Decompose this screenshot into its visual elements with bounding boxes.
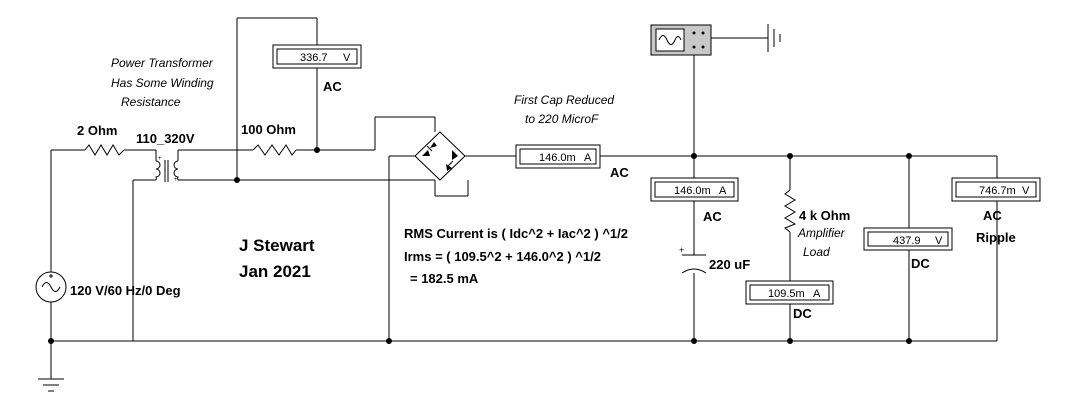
dc-voltmeter-reading: 437.9 [893,235,921,247]
source-label: 120 V/60 Hz/0 Deg [70,283,181,298]
bridge-ammeter-unit: A [584,152,592,164]
transformer[interactable]: + + [155,156,179,183]
capacitor-ammeter-mode: AC [703,209,722,224]
ripple-voltmeter-unit: V [1022,185,1030,197]
scope-ground-icon [767,24,781,52]
filter-capacitor[interactable]: + [679,245,707,274]
capacitor-ammeter-reading: 146.0m [674,185,711,197]
load-ammeter-reading: 109.5m [768,288,805,300]
load-resistor-label: 4 k Ohm [799,208,850,223]
formula-line-2: Irms = ( 109.5^2 + 146.0^2 ) ^1/2 [404,249,601,264]
bridge-rectifier[interactable] [414,131,466,181]
date-label: Jan 2021 [239,262,311,281]
capacitor-ammeter[interactable]: 146.0m A [650,177,739,202]
bridge-ammeter-mode: AC [610,165,629,180]
secondary-resistor-label: 100 Ohm [241,122,296,137]
capacitor-ammeter-unit: A [719,185,727,197]
author-label: J Stewart [239,236,315,255]
ripple-voltmeter-label: Ripple [976,230,1016,245]
cap-note-line-1: First Cap Reduced [514,93,614,107]
bridge-ammeter[interactable]: 146.0m A [515,144,601,169]
load-ammeter[interactable]: 109.5m A [745,280,834,305]
load-ammeter-mode: DC [793,306,812,321]
load-note-line-1: Amplifier [797,226,846,240]
load-resistor[interactable] [784,189,797,233]
transformer-note-line-1: Power Transformer [111,56,214,70]
ripple-voltmeter-mode: AC [983,208,1002,223]
bridge-ammeter-reading: 146.0m [539,152,576,164]
secondary-resistor[interactable] [252,144,297,156]
transformer-rating-label: 110_320V [136,131,195,146]
formula-line-1: RMS Current is ( Idc^2 + Iac^2 ) ^1/2 [404,226,628,241]
secondary-voltmeter-unit: V [343,52,351,64]
ripple-voltmeter[interactable]: 746.7m V [951,177,1041,202]
cap-note-line-2: to 220 MicroF [525,112,599,126]
junction-nodes [48,147,912,344]
oscilloscope[interactable] [650,24,712,56]
wiring [50,17,998,379]
secondary-voltmeter-reading: 336.7 [300,52,328,64]
secondary-voltmeter[interactable]: 336.7 V [272,44,362,69]
transformer-note-line-2: Has Some Winding [111,76,214,90]
dc-voltmeter-mode: DC [911,256,930,271]
load-note-line-2: Load [803,245,830,259]
secondary-polarity-mark: + [174,177,178,183]
secondary-voltmeter-mode: AC [323,79,342,94]
ground-icon [38,378,64,392]
primary-polarity-mark: + [158,156,162,162]
formula-line-3: = 182.5 mA [410,271,479,286]
dc-voltmeter-unit: V [935,235,943,247]
primary-resistor-label: 2 Ohm [77,123,117,138]
ripple-voltmeter-reading: 746.7m [979,185,1016,197]
primary-resistor[interactable] [84,144,125,156]
transformer-note-line-3: Resistance [121,95,181,109]
load-ammeter-unit: A [813,288,821,300]
ac-source[interactable] [35,271,67,303]
capacitor-label: 220 uF [709,257,750,272]
dc-voltmeter[interactable]: 437.9 V [863,227,953,251]
capacitor-polarity-mark: + [679,245,684,255]
